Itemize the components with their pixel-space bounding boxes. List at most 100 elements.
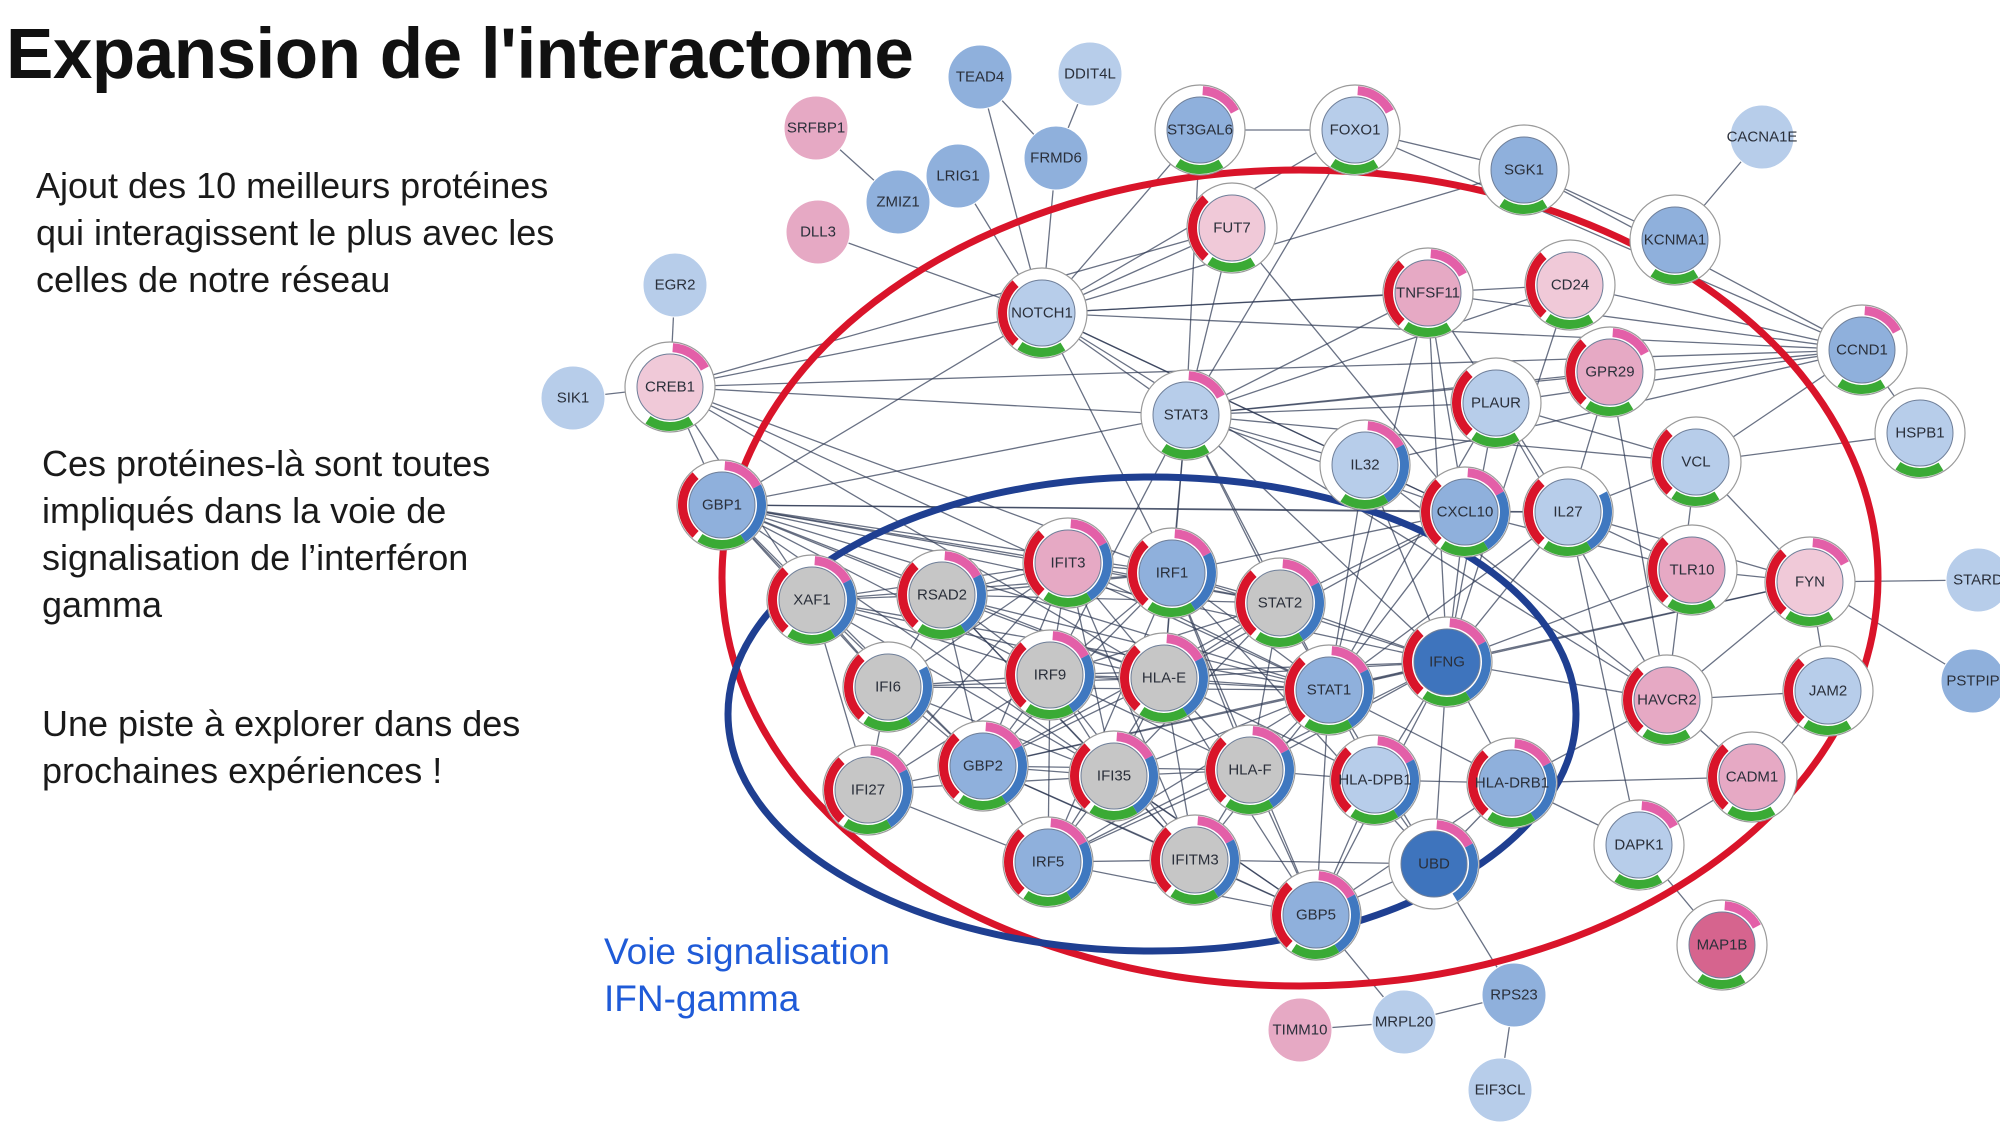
edge-STAT3-IFNG xyxy=(1185,414,1448,663)
node-dll3[interactable]: DLL3 xyxy=(785,199,851,265)
node-ring-red xyxy=(1006,642,1027,708)
node-core xyxy=(636,353,704,421)
node-ring-pink xyxy=(1052,631,1089,659)
node-core xyxy=(1536,251,1604,319)
edge-CD24-STAT3 xyxy=(1185,284,1571,416)
node-rsad2[interactable]: RSAD2 xyxy=(896,549,988,641)
node-egr2[interactable]: EGR2 xyxy=(642,252,708,318)
node-ring-green xyxy=(1043,592,1092,607)
node-havcr2[interactable]: HAVCR2 xyxy=(1621,654,1713,746)
node-irf9[interactable]: IRF9 xyxy=(1004,629,1096,721)
node-ring-pink xyxy=(1252,726,1289,754)
node-cacna1e[interactable]: CACNA1E xyxy=(1727,104,1798,170)
edge-IL32-HAVCR2 xyxy=(1364,464,1668,701)
node-dapk1[interactable]: DAPK1 xyxy=(1593,799,1685,891)
node-tead4[interactable]: TEAD4 xyxy=(947,44,1013,110)
node-rps23[interactable]: RPS23 xyxy=(1481,962,1547,1028)
node-eif3cl[interactable]: EIF3CL xyxy=(1467,1057,1533,1123)
node-gbp1[interactable]: GBP1 xyxy=(676,459,768,551)
node-ifi6[interactable]: IFI6 xyxy=(842,641,934,733)
node-core xyxy=(1633,666,1701,734)
node-core xyxy=(1481,962,1547,1028)
node-hla-e[interactable]: HLA-E xyxy=(1118,632,1210,724)
node-label: HLA-DRB1 xyxy=(1475,775,1549,792)
node-gbp5[interactable]: GBP5 xyxy=(1270,869,1362,961)
node-ring-blue xyxy=(1347,669,1373,728)
node-tnfsf11[interactable]: TNFSF11 xyxy=(1382,247,1474,339)
node-core xyxy=(947,44,1013,110)
node-sik1[interactable]: SIK1 xyxy=(540,365,606,431)
node-cd24[interactable]: CD24 xyxy=(1524,239,1616,331)
node-ring-green xyxy=(1642,729,1691,744)
node-il32[interactable]: IL32 xyxy=(1319,419,1411,511)
node-stat1[interactable]: STAT1 xyxy=(1283,644,1375,736)
node-il27[interactable]: IL27 xyxy=(1522,466,1614,558)
node-sgk1[interactable]: SGK1 xyxy=(1478,124,1570,216)
node-gpr29[interactable]: GPR29 xyxy=(1564,326,1656,418)
edge-GBP1-GBP2 xyxy=(721,504,984,767)
node-timm10[interactable]: TIMM10 xyxy=(1267,997,1333,1063)
node-srfbp1[interactable]: SRFBP1 xyxy=(783,95,849,161)
node-xaf1[interactable]: XAF1 xyxy=(766,554,858,646)
node-foxo1[interactable]: FOXO1 xyxy=(1309,84,1401,176)
node-core xyxy=(1729,104,1795,170)
node-kcnma1[interactable]: KCNMA1 xyxy=(1629,194,1721,286)
node-label: PSTPIP xyxy=(1946,673,1999,690)
node-ifng[interactable]: IFNG xyxy=(1401,616,1493,708)
node-ring-green xyxy=(1350,809,1399,824)
node-ring-green xyxy=(1139,707,1188,723)
node-ifitm3[interactable]: IFITM3 xyxy=(1149,814,1241,906)
node-ring-green xyxy=(1330,159,1379,174)
node-label: ZMIZ1 xyxy=(876,194,919,211)
node-ddit4l[interactable]: DDIT4L xyxy=(1057,41,1123,107)
node-stat2[interactable]: STAT2 xyxy=(1234,557,1326,649)
node-lrig1[interactable]: LRIG1 xyxy=(925,143,991,209)
edge-CXCL10-IRF1 xyxy=(1171,511,1466,574)
node-mrpl20[interactable]: MRPL20 xyxy=(1371,989,1437,1055)
node-map1b[interactable]: MAP1B xyxy=(1676,899,1768,991)
node-ring-blue xyxy=(886,769,912,828)
node-ifit3[interactable]: IFIT3 xyxy=(1022,517,1114,609)
node-core xyxy=(1282,881,1350,949)
node-stat3[interactable]: STAT3 xyxy=(1140,369,1232,461)
node-hla-f[interactable]: HLA-F xyxy=(1204,724,1296,816)
node-hla-drb1[interactable]: HLA-DRB1 xyxy=(1466,737,1558,829)
node-core xyxy=(1016,641,1084,709)
node-ring-green xyxy=(1697,974,1746,989)
node-ifi27[interactable]: IFI27 xyxy=(822,744,914,836)
node-tlr10[interactable]: TLR10 xyxy=(1646,524,1738,616)
node-ring-blue xyxy=(1483,491,1509,550)
node-ring-blue xyxy=(1068,654,1094,713)
node-ccnd1[interactable]: CCND1 xyxy=(1816,304,1908,396)
node-gbp2[interactable]: GBP2 xyxy=(937,720,1029,812)
node-ifi35[interactable]: IFI35 xyxy=(1068,730,1160,822)
edge-STAT3-STAT1 xyxy=(1185,414,1330,691)
node-hla-dpb1[interactable]: HLA-DPB1 xyxy=(1329,734,1421,826)
node-ring-blue xyxy=(1383,444,1409,503)
node-zmiz1[interactable]: ZMIZ1 xyxy=(865,169,931,235)
node-fut7[interactable]: FUT7 xyxy=(1186,182,1278,274)
node-plaur[interactable]: PLAUR xyxy=(1450,357,1542,449)
node-pstpip[interactable]: PSTPIP xyxy=(1940,648,2000,714)
node-ring-blue xyxy=(1066,841,1092,900)
node-ubd[interactable]: UBD xyxy=(1388,818,1480,910)
node-creb1[interactable]: CREB1 xyxy=(624,341,716,433)
node-core xyxy=(688,471,756,539)
node-notch1[interactable]: NOTCH1 xyxy=(996,267,1088,359)
node-ring-red xyxy=(1128,540,1149,606)
node-label: TEAD4 xyxy=(956,69,1004,86)
node-stard[interactable]: STARD xyxy=(1945,547,2000,613)
node-vcl[interactable]: VCL xyxy=(1650,416,1742,508)
node-core xyxy=(1794,657,1862,725)
node-fyn[interactable]: FYN xyxy=(1764,536,1856,628)
node-irf1[interactable]: IRF1 xyxy=(1126,527,1218,619)
node-irf5[interactable]: IRF5 xyxy=(1002,816,1094,908)
node-jam2[interactable]: JAM2 xyxy=(1782,645,1874,737)
node-cadm1[interactable]: CADM1 xyxy=(1706,731,1798,823)
node-cxcl10[interactable]: CXCL10 xyxy=(1419,466,1511,558)
node-st3gal6[interactable]: ST3GAL6 xyxy=(1154,84,1246,176)
edge-STAT3-VCL xyxy=(1185,414,1697,463)
node-ring-red xyxy=(1272,882,1293,948)
node-hspb1[interactable]: HSPB1 xyxy=(1874,387,1966,479)
node-frmd6[interactable]: FRMD6 xyxy=(1023,125,1089,191)
